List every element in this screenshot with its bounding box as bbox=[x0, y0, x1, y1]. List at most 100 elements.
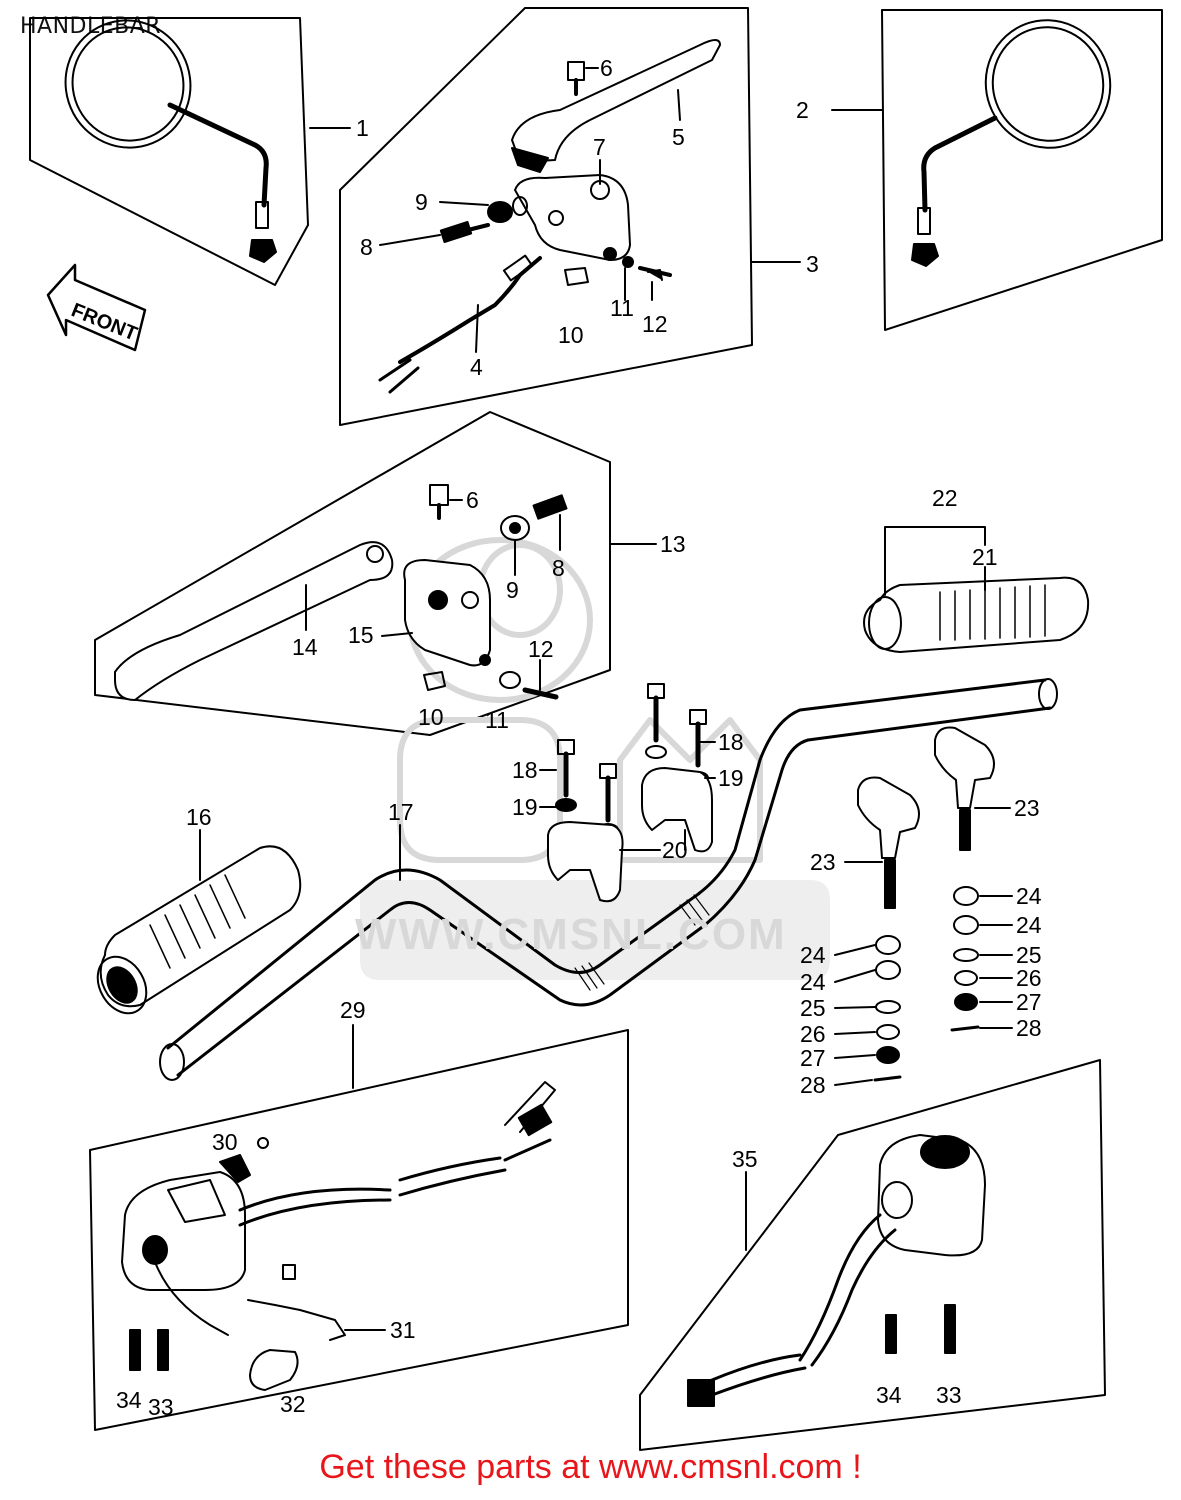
callout-11a: 11 bbox=[610, 295, 634, 321]
callout-8a: 8 bbox=[360, 234, 373, 260]
leader-8a bbox=[379, 234, 441, 246]
right-mirror-group-outline bbox=[881, 9, 1163, 331]
brake-nut bbox=[564, 267, 589, 286]
clutch-adjuster-bolt bbox=[532, 494, 568, 520]
callout-33b: 33 bbox=[936, 1382, 962, 1408]
footer-link-banner[interactable]: Get these parts at www.cmsnl.com ! bbox=[319, 1448, 862, 1486]
right-switch-group-outline bbox=[639, 1059, 1106, 1451]
brake-lever-pivot-bolt bbox=[567, 61, 585, 96]
callout-13: 13 bbox=[660, 531, 686, 557]
left-switch-housing bbox=[121, 1156, 507, 1336]
brake-adjuster-bolt bbox=[439, 220, 490, 244]
leader-20 bbox=[619, 829, 686, 851]
handlebar-holders bbox=[547, 767, 713, 903]
handlebar-tube bbox=[159, 678, 1058, 1081]
right-mirror-part bbox=[911, 19, 1112, 267]
callout-29: 29 bbox=[340, 997, 366, 1023]
right-switch-connector bbox=[687, 1353, 807, 1407]
leader-5 bbox=[677, 89, 681, 121]
cms-watermark-logo bbox=[360, 537, 830, 980]
callout-23b: 23 bbox=[810, 849, 836, 875]
callout-31: 31 bbox=[390, 1317, 416, 1343]
brake-cable-adjuster-nut bbox=[487, 196, 528, 223]
right-switch-screws bbox=[885, 1304, 956, 1354]
callout-25a: 25 bbox=[800, 995, 826, 1021]
callout-21: 21 bbox=[972, 544, 998, 570]
leader-4 bbox=[475, 304, 479, 353]
brake-holder-screw bbox=[638, 266, 672, 281]
callout-24c: 24 bbox=[1016, 883, 1042, 909]
callout-34a: 34 bbox=[116, 1387, 142, 1413]
callout-19a: 19 bbox=[512, 794, 538, 820]
callout-35: 35 bbox=[732, 1146, 758, 1172]
callout-33a: 33 bbox=[148, 1394, 174, 1420]
callout-10b: 10 bbox=[418, 704, 444, 730]
callout-19b: 19 bbox=[718, 765, 744, 791]
clutch-lever-part bbox=[114, 541, 394, 701]
callout-18b: 18 bbox=[718, 729, 744, 755]
right-switch-housing bbox=[798, 1134, 986, 1367]
callout-24d: 24 bbox=[1016, 912, 1042, 938]
callout-7: 7 bbox=[593, 134, 606, 160]
left-mirror-group-outline bbox=[29, 17, 309, 286]
callout-20: 20 bbox=[662, 837, 688, 863]
front-arrow-label: FRONT bbox=[68, 299, 140, 345]
callout-12b: 12 bbox=[528, 636, 554, 662]
callout-12a: 12 bbox=[642, 311, 668, 337]
left-switch-small-parts bbox=[129, 1137, 346, 1391]
callout-23a: 23 bbox=[1014, 795, 1040, 821]
callout-24b: 24 bbox=[800, 969, 826, 995]
leader-9a bbox=[439, 201, 489, 206]
clutch-washer bbox=[499, 671, 521, 689]
clutch-lever-group-outline bbox=[94, 411, 611, 736]
clamp-bolt-right bbox=[689, 709, 707, 768]
clutch-lever-holder bbox=[403, 559, 491, 667]
callout-9b: 9 bbox=[506, 577, 519, 603]
callout-3: 3 bbox=[806, 251, 819, 277]
callout-28a: 28 bbox=[800, 1072, 826, 1098]
clutch-lever-pivot-bolt bbox=[429, 484, 449, 520]
callout-17: 17 bbox=[388, 799, 414, 825]
callout-15: 15 bbox=[348, 622, 374, 648]
leader-22 bbox=[884, 526, 986, 596]
riser-right bbox=[934, 726, 995, 851]
left-switch-group-outline bbox=[89, 1029, 629, 1431]
left-grip-part bbox=[96, 845, 302, 1015]
brake-light-switch bbox=[378, 254, 542, 394]
callout-27b: 27 bbox=[1016, 989, 1042, 1015]
callout-24a: 24 bbox=[800, 942, 826, 968]
brake-master-holder bbox=[514, 174, 631, 261]
callout-30: 30 bbox=[212, 1129, 238, 1155]
brake-lever-part bbox=[511, 39, 721, 173]
callout-26a: 26 bbox=[800, 1021, 826, 1047]
clamp-bolt-mid bbox=[599, 763, 617, 823]
callout-2: 2 bbox=[796, 97, 809, 123]
callout-8b: 8 bbox=[552, 555, 565, 581]
callout-9a: 9 bbox=[415, 189, 428, 215]
callout-26b: 26 bbox=[1016, 965, 1042, 991]
clutch-nut bbox=[423, 671, 446, 691]
callout-18a: 18 bbox=[512, 757, 538, 783]
callout-6b: 6 bbox=[466, 487, 479, 513]
callout-25b: 25 bbox=[1016, 942, 1042, 968]
callout-14: 14 bbox=[292, 634, 318, 660]
damper-stack-left bbox=[873, 935, 902, 1082]
front-direction-arrow: FRONT bbox=[46, 263, 147, 352]
callout-1: 1 bbox=[356, 115, 369, 141]
damper-leaders bbox=[834, 895, 1013, 1086]
brake-lever-group-outline bbox=[339, 7, 753, 426]
callout-27a: 27 bbox=[800, 1045, 826, 1071]
watermark-text: WWW.CMSNL.COM bbox=[355, 910, 787, 959]
left-switch-connector bbox=[503, 1081, 556, 1162]
callout-32: 32 bbox=[280, 1391, 306, 1417]
riser-left bbox=[857, 776, 920, 909]
clutch-holder-screw bbox=[522, 687, 559, 700]
callout-11b: 11 bbox=[485, 707, 509, 733]
callout-16: 16 bbox=[186, 804, 212, 830]
clutch-adjuster-nut bbox=[500, 515, 530, 541]
clamp-bolt-top bbox=[647, 683, 665, 743]
callout-4: 4 bbox=[470, 354, 483, 380]
callout-28b: 28 bbox=[1016, 1015, 1042, 1041]
throttle-grip-part bbox=[863, 576, 1090, 653]
